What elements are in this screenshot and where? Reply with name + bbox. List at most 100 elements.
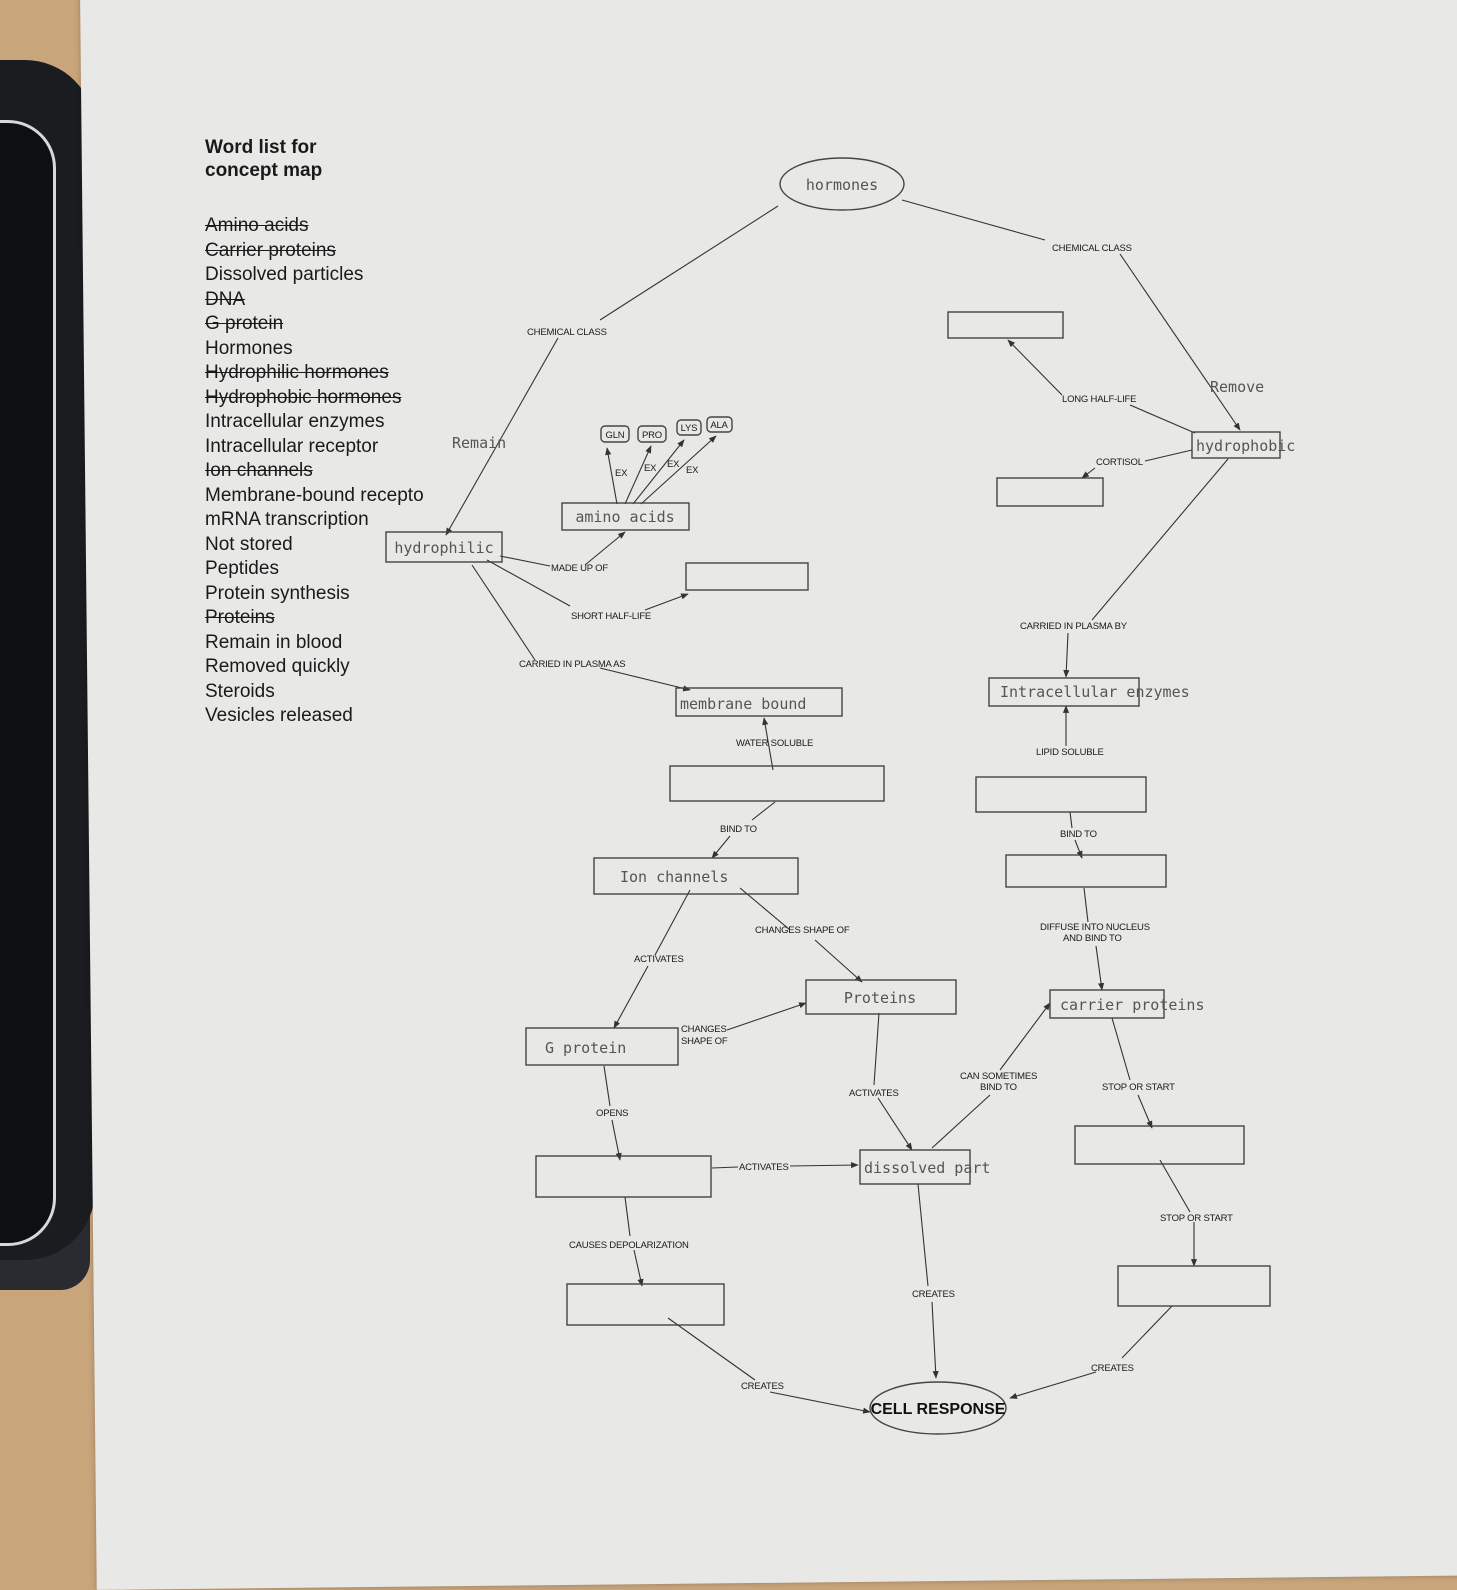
node-dissolved-label: dissolved part bbox=[864, 1159, 990, 1177]
node-ion-channels-label: Ion channels bbox=[620, 868, 728, 886]
label-changes-shape-of: CHANGES SHAPE OF bbox=[755, 925, 850, 936]
label-bind-to-right: BIND TO bbox=[1060, 829, 1097, 840]
edge-causes-box bbox=[633, 1249, 644, 1287]
label-cortisol: CORTISOL bbox=[1096, 457, 1143, 468]
node-cell-response-ellipse bbox=[869, 1381, 1007, 1435]
word-list-item: Hydrophilic hormones bbox=[205, 362, 389, 383]
edge-chemclass-hydrophobic bbox=[1119, 253, 1241, 431]
node-empty-longhalf bbox=[947, 311, 1064, 339]
edge-box-creates bbox=[667, 1317, 756, 1381]
label-made-up-of: MADE UP OF bbox=[551, 563, 608, 574]
edge-creates-cell3 bbox=[1009, 1371, 1097, 1399]
label-opens: OPENS bbox=[596, 1108, 628, 1119]
word-list-item: Proteins bbox=[205, 607, 275, 628]
label-lipid-soluble: LIPID SOLUBLE bbox=[1036, 747, 1104, 758]
label-activates-bottom: ACTIVATES bbox=[739, 1162, 789, 1173]
word-list-item: Intracellular receptor bbox=[205, 435, 379, 457]
node-dissolved-box bbox=[859, 1149, 971, 1185]
edge-box-creates-right bbox=[1121, 1305, 1173, 1359]
nodes: hormones hydrophilic hydrophobic GLN PRO… bbox=[385, 157, 1295, 1435]
edge-proteins-activates bbox=[873, 1012, 880, 1086]
word-list-item: Vesicles released bbox=[205, 705, 353, 726]
edge-changes-proteins bbox=[814, 939, 863, 983]
node-enzymes-box bbox=[988, 677, 1140, 707]
label-changes-line1: CHANGES bbox=[681, 1024, 727, 1035]
node-ala-box bbox=[706, 416, 733, 433]
word-list-item: Hydrophobic hormones bbox=[205, 386, 402, 408]
label-activates-left: ACTIVATES bbox=[634, 954, 684, 965]
label-diffuse-line1: DIFFUSE INTO NUCLEUS bbox=[1040, 922, 1150, 933]
word-list-item: G protein bbox=[205, 313, 284, 334]
edge-box-bindto bbox=[751, 801, 776, 821]
edge-hydrophobic-longhalf bbox=[1129, 404, 1196, 434]
node-proteins-label: Proteins bbox=[844, 989, 916, 1007]
node-ion-channels-box bbox=[593, 857, 799, 895]
edge-chemclass-hydrophilic bbox=[445, 337, 559, 536]
edge-gprotein-opens bbox=[603, 1065, 611, 1107]
word-list-item: Membrane-bound recepto bbox=[205, 484, 424, 506]
word-list-item: Hormones bbox=[205, 337, 293, 359]
edge-ex-ala bbox=[640, 435, 717, 505]
edge-cortisol-box bbox=[1081, 467, 1096, 479]
edge-hydrophilic-madeup bbox=[499, 555, 551, 567]
label-water-soluble: WATER SOLUBLE bbox=[736, 738, 813, 749]
edge-shorthalf-box bbox=[644, 593, 689, 611]
node-ala-label: ALA bbox=[710, 420, 728, 431]
edge-carried-membrane bbox=[599, 667, 691, 692]
node-pro-box bbox=[637, 425, 667, 443]
annotation-remove: Remove bbox=[1210, 378, 1264, 396]
label-ex-2: EX bbox=[644, 463, 657, 474]
label-stop-or-start-1: STOP OR START bbox=[1102, 1082, 1175, 1093]
concept-map: hormones hydrophilic hydrophobic GLN PRO… bbox=[385, 157, 1295, 1435]
label-ex-3: EX bbox=[667, 459, 680, 470]
node-hydrophobic-box bbox=[1191, 431, 1281, 459]
edge-activates-gprotein bbox=[613, 965, 649, 1029]
label-chemical-class-left: CHEMICAL CLASS bbox=[527, 327, 607, 338]
node-empty-opens bbox=[535, 1155, 712, 1198]
node-empty-cortisol bbox=[996, 477, 1104, 507]
label-long-half-life: LONG HALF-LIFE bbox=[1062, 394, 1136, 405]
edge-ion-activates bbox=[654, 889, 691, 956]
label-creates-left: CREATES bbox=[741, 1381, 784, 1392]
word-list-item: Dissolved particles bbox=[205, 264, 364, 285]
edge-carried-enzymes bbox=[1063, 632, 1070, 678]
edge-hormones-chemclass-left bbox=[599, 205, 779, 321]
edge-activates-dissolved2 bbox=[789, 1162, 859, 1169]
node-hydrophilic-box bbox=[385, 531, 503, 563]
edge-hydrophobic-carried bbox=[1091, 458, 1229, 621]
node-amino-acids-label: amino acids bbox=[575, 508, 674, 526]
edge-bindto-ion bbox=[711, 835, 731, 859]
label-chemical-class-right: CHEMICAL CLASS bbox=[1052, 243, 1132, 254]
edge-box-stop2 bbox=[1159, 1159, 1191, 1213]
edge-box-diffuse bbox=[1083, 887, 1089, 923]
label-short-half-life: SHORT HALF-LIFE bbox=[571, 611, 651, 622]
node-proteins-box bbox=[805, 979, 957, 1015]
node-gln-label: GLN bbox=[606, 430, 625, 441]
edge-watersoluble-membrane bbox=[762, 717, 774, 771]
edge-creates-cell bbox=[769, 1391, 871, 1414]
label-carried-in-plasma-as: CARRIED IN PLASMA AS bbox=[519, 659, 625, 670]
node-g-protein-box bbox=[525, 1027, 679, 1066]
node-hydrophilic-label: hydrophilic bbox=[394, 539, 493, 557]
edge-hydrophilic-shorthalf bbox=[486, 559, 571, 607]
edge-madeup-amino bbox=[584, 531, 626, 566]
node-empty-stop1 bbox=[1074, 1125, 1245, 1165]
node-cell-response-label: CELL RESPONSE bbox=[871, 1401, 1006, 1418]
node-membrane-bound-box bbox=[675, 687, 843, 717]
node-amino-acids-box bbox=[561, 502, 690, 531]
word-list-item: Carrier proteins bbox=[205, 239, 336, 261]
label-carried-in-plasma-by: CARRIED IN PLASMA BY bbox=[1020, 621, 1128, 632]
label-causes-depolarization: CAUSES DEPOLARIZATION bbox=[569, 1240, 689, 1251]
annotation-remain: Remain bbox=[452, 434, 506, 452]
edge-ex-lys bbox=[632, 439, 685, 505]
node-carrier-proteins-label: carrier proteins bbox=[1060, 996, 1205, 1014]
edge-box-bindto-right bbox=[1069, 811, 1073, 829]
edge-dissolved-creates bbox=[917, 1183, 929, 1287]
label-diffuse-line2: AND BIND TO bbox=[1063, 933, 1122, 944]
word-list-item: Removed quickly bbox=[205, 656, 350, 677]
annotations: Remain Remove bbox=[452, 378, 1264, 452]
edge-hydrophilic-carried bbox=[471, 564, 536, 661]
node-gln-box bbox=[600, 425, 630, 443]
word-list-item: Remain in blood bbox=[205, 631, 343, 653]
